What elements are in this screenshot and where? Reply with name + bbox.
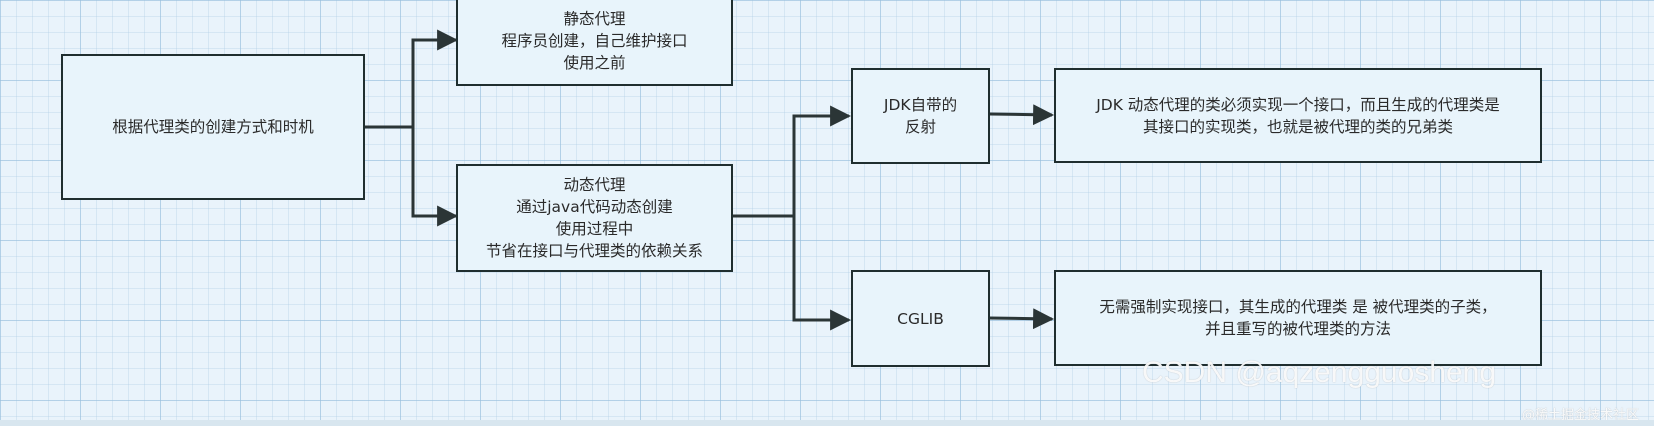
jdk-description-line: JDK 动态代理的类必须实现一个接口，而且生成的代理类是 <box>1096 95 1500 114</box>
dynamic-proxy-line: 通过java代码动态创建 <box>516 198 673 216</box>
cglib-node: CGLIB <box>851 270 990 367</box>
cglib-line: CGLIB <box>897 309 944 328</box>
connector-jdk-to-desc <box>989 104 1055 126</box>
cglib-description-line: 无需强制实现接口，其生成的代理类 是 被代理类的子类， <box>1099 298 1497 316</box>
static-proxy-title: 静态代理 <box>563 10 626 28</box>
juejin-watermark: @稀土掘金技术社区 <box>1522 408 1640 423</box>
static-proxy-line: 使用之前 <box>563 54 626 72</box>
jdk-description-node: JDK 动态代理的类必须实现一个接口，而且生成的代理类是 其接口的实现类，也就是… <box>1054 68 1542 163</box>
bottom-scrollbar-strip <box>0 420 1654 426</box>
root-node-line: 根据代理类的创建方式和时机 <box>112 118 314 136</box>
cglib-description-line: 并且重写的被代理类的方法 <box>1204 320 1391 338</box>
dynamic-proxy-node: 动态代理 通过java代码动态创建 使用过程中 节省在接口与代理类的依赖关系 <box>456 164 733 272</box>
static-proxy-line: 程序员创建，自己维护接口 <box>501 32 688 50</box>
jdk-line: 反射 <box>904 118 936 136</box>
dynamic-proxy-line: 节省在接口与代理类的依赖关系 <box>485 242 703 260</box>
connector-cglib-to-desc <box>989 308 1055 330</box>
jdk-description-line: 其接口的实现类，也就是被代理的类的兄弟类 <box>1142 117 1453 136</box>
connector-dynamic-to-jdk <box>792 105 852 216</box>
csdn-watermark: CSDN @aqzengguosheng <box>1142 356 1497 389</box>
root-node: 根据代理类的创建方式和时机 <box>61 54 365 200</box>
connector-dynamic-to-cglib <box>792 216 852 331</box>
connector-root-to-dynamic <box>411 127 459 227</box>
dynamic-proxy-line: 使用过程中 <box>555 220 634 238</box>
jdk-line: JDK自带的 <box>883 96 958 114</box>
cglib-description-node: 无需强制实现接口，其生成的代理类 是 被代理类的子类， 并且重写的被代理类的方法 <box>1054 270 1542 366</box>
jdk-node: JDK自带的 反射 <box>851 68 990 164</box>
connector-root-to-static <box>411 29 459 127</box>
static-proxy-node: 静态代理 程序员创建，自己维护接口 使用之前 <box>456 0 733 86</box>
dynamic-proxy-title: 动态代理 <box>563 176 626 194</box>
